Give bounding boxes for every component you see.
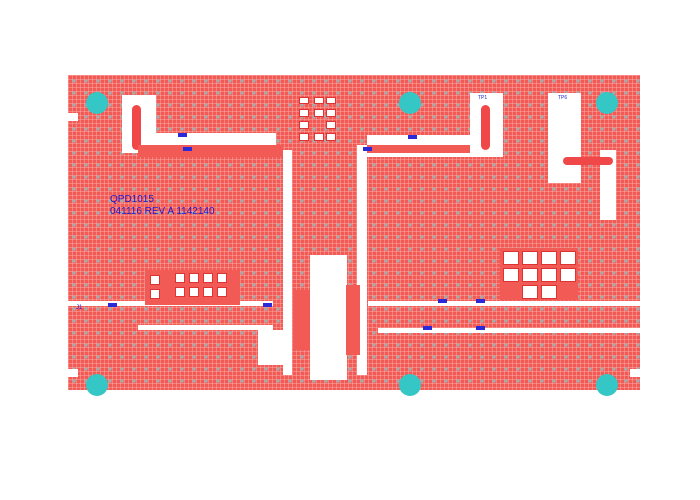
bias-trace [481, 105, 490, 150]
bias-trace [367, 145, 477, 153]
board-notch [630, 369, 640, 377]
pad-array-left [145, 270, 240, 305]
board-notch [68, 113, 78, 121]
device-cutout [310, 255, 347, 380]
clearance [258, 330, 283, 365]
clearance [378, 328, 640, 333]
clearance [283, 150, 292, 375]
revision-text: 041116 REV A 1142140 [110, 206, 215, 217]
bias-trace [563, 157, 613, 165]
drain-pad [346, 285, 360, 355]
mounting-hole [399, 92, 421, 114]
tp6-label: TP6 [558, 95, 568, 101]
pcb-board: TP1 TP6 QPD1015 041116 REV A 11421 [68, 75, 640, 396]
pad-array-right [500, 248, 578, 300]
gate-pad [293, 290, 310, 350]
mounting-hole [596, 374, 618, 396]
mounting-hole [399, 374, 421, 396]
bias-trace [138, 145, 283, 157]
clearance [600, 150, 616, 220]
clearance [357, 145, 367, 375]
tp1-label: TP1 [478, 95, 488, 101]
clearance [138, 325, 273, 330]
j1-label: J1 [76, 305, 83, 311]
tp6-clearance [548, 93, 581, 183]
clearance [368, 301, 640, 306]
board-notch [68, 369, 78, 377]
mounting-hole [596, 92, 618, 114]
bias-trace [132, 105, 141, 150]
part-number: QPD1015 [110, 194, 154, 205]
mounting-hole [86, 92, 108, 114]
mounting-hole [86, 374, 108, 396]
